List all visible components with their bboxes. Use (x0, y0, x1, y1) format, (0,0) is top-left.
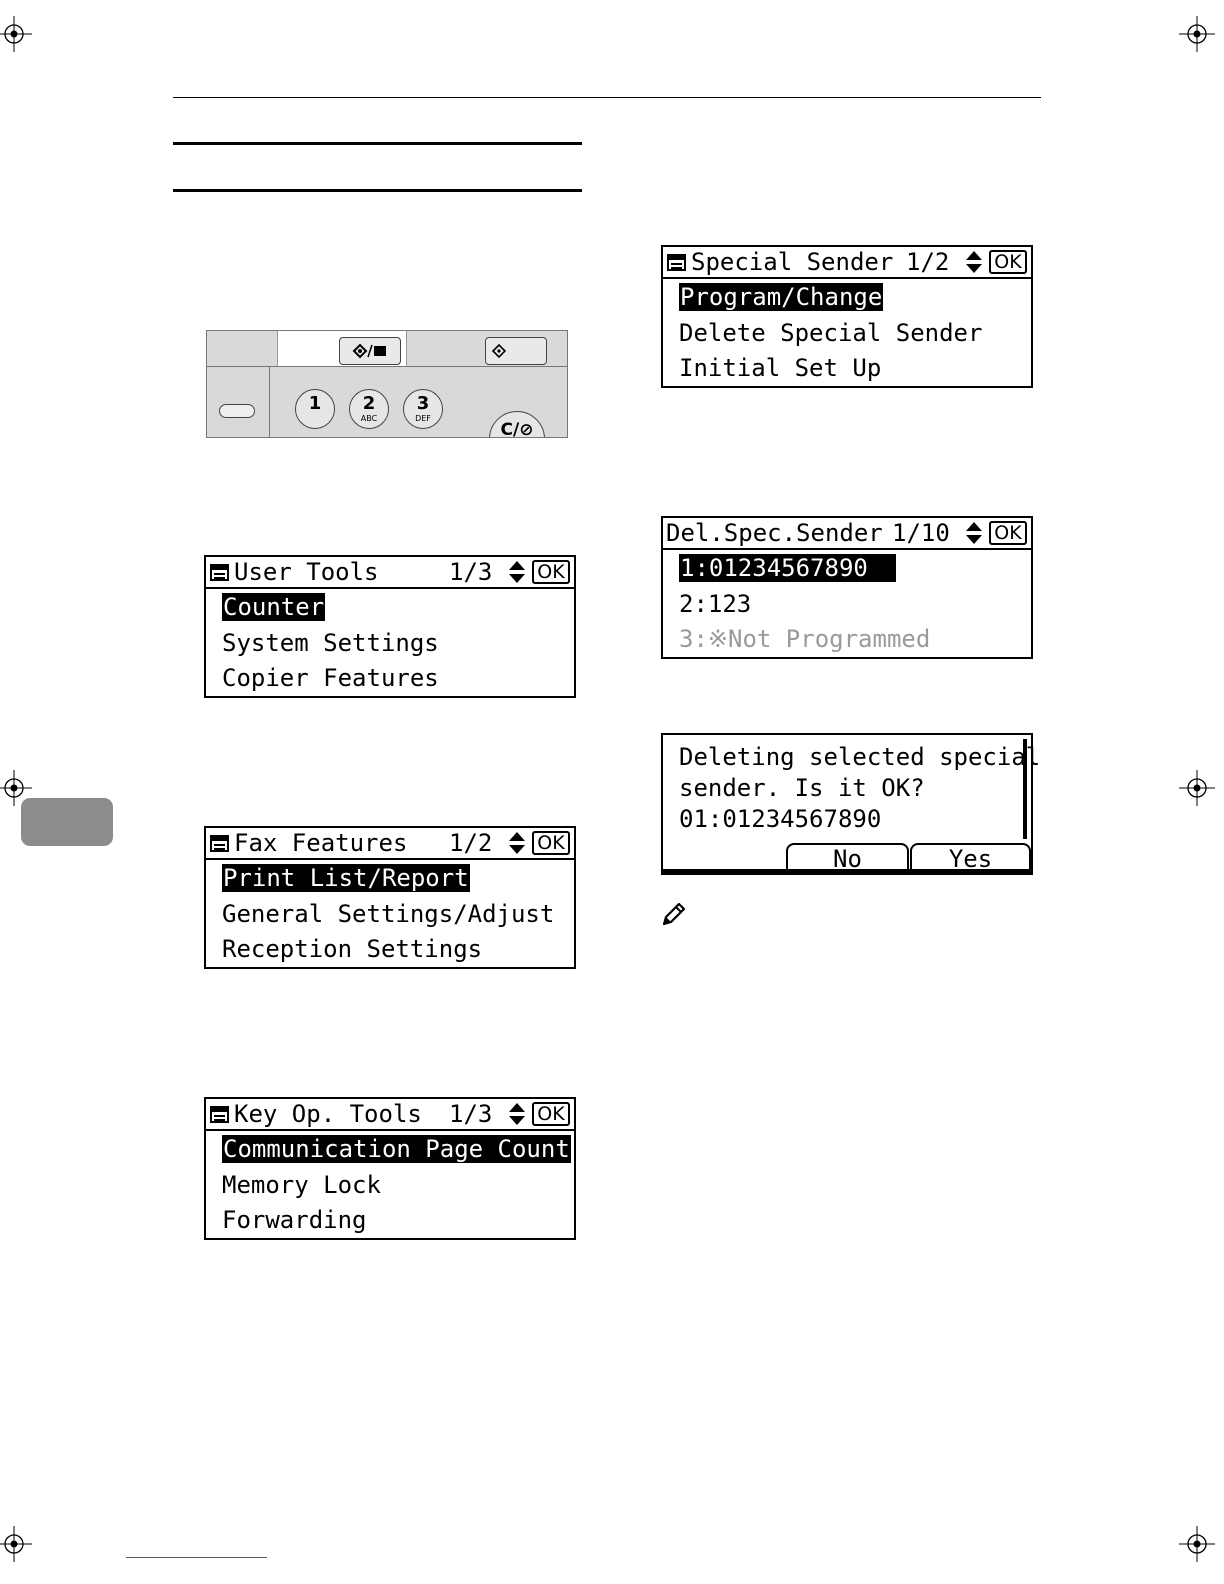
registration-mark-icon (1179, 16, 1215, 52)
ok-key[interactable]: OK (989, 521, 1027, 545)
registration-mark-icon (0, 1526, 32, 1562)
menu-item[interactable]: Program/Change (679, 283, 884, 311)
scroll-arrows-icon (966, 251, 982, 273)
menu-item[interactable]: General Settings/Adjust (222, 900, 555, 928)
panel-top-strip (207, 331, 567, 367)
user-tools-icon (352, 343, 386, 359)
footer-link-underline (126, 1557, 267, 1558)
dialog-message-line: sender. Is it OK? (679, 774, 925, 802)
key-2-letters: ABC (360, 414, 378, 423)
menu-item[interactable]: Copier Features (222, 664, 439, 692)
sender-item[interactable]: 2:123 (679, 590, 752, 618)
menu-item[interactable]: Print List/Report (222, 864, 470, 892)
dialog-base-line (663, 869, 1031, 873)
start-icon (491, 343, 507, 359)
yes-button[interactable]: Yes (910, 843, 1031, 873)
lcd-special-sender: Special Sender 1/2 OK Program/Change Del… (661, 245, 1033, 388)
lcd-header: Del.Spec.Sender 1/10 OK (663, 518, 1031, 550)
sender-item[interactable]: 3:※Not Programmed (679, 625, 931, 653)
menu-item[interactable]: Communication Page Count (222, 1135, 571, 1163)
lcd-header: User Tools 1/3 OK (206, 557, 574, 589)
dialog-message-line: Deleting selected special (679, 743, 1041, 771)
menu-icon (667, 254, 686, 271)
menu-icon (210, 835, 229, 852)
clear-stop-label: C/⊘ (500, 420, 534, 438)
lcd-title: Del.Spec.Sender (666, 519, 883, 547)
menu-item[interactable]: Forwarding (222, 1206, 367, 1234)
section-rule-bottom (173, 189, 582, 192)
registration-mark-icon (0, 16, 32, 52)
registration-mark-icon (1179, 1526, 1215, 1562)
menu-item[interactable]: Memory Lock (222, 1171, 381, 1199)
menu-icon (210, 1106, 229, 1123)
dialog-scrollbar (1023, 739, 1027, 839)
registration-mark-icon (1179, 770, 1215, 806)
lcd-del-spec-sender: Del.Spec.Sender 1/10 OK 1:01234567890 2:… (661, 516, 1033, 659)
dialog-message-line: 01:01234567890 (679, 805, 882, 833)
sender-item[interactable]: 1:01234567890 (679, 553, 896, 583)
key-3[interactable]: 3 DEF (403, 389, 443, 429)
lcd-header: Key Op. Tools 1/3 OK (206, 1099, 574, 1131)
scroll-arrows-icon (509, 832, 525, 854)
menu-item[interactable]: Delete Special Sender (679, 319, 983, 347)
lcd-header: Fax Features 1/2 OK (206, 828, 574, 860)
panel-pill-key[interactable] (219, 404, 255, 418)
no-button[interactable]: No (786, 843, 909, 873)
lcd-fax-features: Fax Features 1/2 OK Print List/Report Ge… (204, 826, 576, 969)
key-2-number: 2 (362, 393, 376, 414)
header-rule (173, 97, 1041, 98)
menu-icon (210, 564, 229, 581)
menu-item[interactable]: System Settings (222, 629, 439, 657)
lcd-page: 1/2 (906, 248, 950, 276)
user-tools-counter-key[interactable] (339, 337, 401, 365)
menu-item[interactable]: Counter (222, 593, 326, 621)
lcd-title: Fax Features (234, 829, 408, 857)
scroll-arrows-icon (966, 522, 982, 544)
scroll-arrows-icon (509, 1103, 525, 1125)
lcd-page: 1/3 (449, 1100, 493, 1128)
clear-stop-key[interactable]: C/⊘ (489, 411, 545, 438)
key-1-number: 1 (308, 393, 322, 414)
key-3-letters: DEF (415, 414, 431, 423)
ok-key[interactable]: OK (532, 831, 570, 855)
lcd-header: Special Sender 1/2 OK (663, 247, 1031, 279)
pencil-icon (662, 902, 686, 926)
lcd-page: 1/2 (449, 829, 493, 857)
ok-key[interactable]: OK (989, 250, 1027, 274)
lcd-key-op-tools: Key Op. Tools 1/3 OK Communication Page … (204, 1097, 576, 1240)
key-2[interactable]: 2 ABC (349, 389, 389, 429)
registration-mark-icon (0, 770, 32, 806)
menu-item[interactable]: Initial Set Up (679, 354, 882, 382)
chapter-tab (21, 798, 113, 846)
menu-item[interactable]: Reception Settings (222, 935, 483, 963)
lcd-title: Key Op. Tools (234, 1100, 422, 1128)
lcd-title: Special Sender (691, 248, 894, 276)
key-3-number: 3 (416, 393, 430, 414)
lcd-user-tools: User Tools 1/3 OK Counter System Setting… (204, 555, 576, 698)
key-1[interactable]: 1 (295, 389, 335, 429)
panel-divider (269, 367, 270, 437)
delete-confirm-dialog: Deleting selected special sender. Is it … (661, 733, 1040, 875)
ok-key[interactable]: OK (532, 1102, 570, 1126)
control-panel-illustration: 1 2 ABC 3 DEF C/⊘ (206, 330, 568, 438)
lcd-page: 1/3 (449, 558, 493, 586)
ok-key[interactable]: OK (532, 560, 570, 584)
scroll-arrows-icon (509, 561, 525, 583)
lcd-page: 1/10 (892, 519, 950, 547)
section-rule-top (173, 142, 582, 145)
start-key[interactable] (485, 337, 547, 365)
lcd-title: User Tools (234, 558, 379, 586)
